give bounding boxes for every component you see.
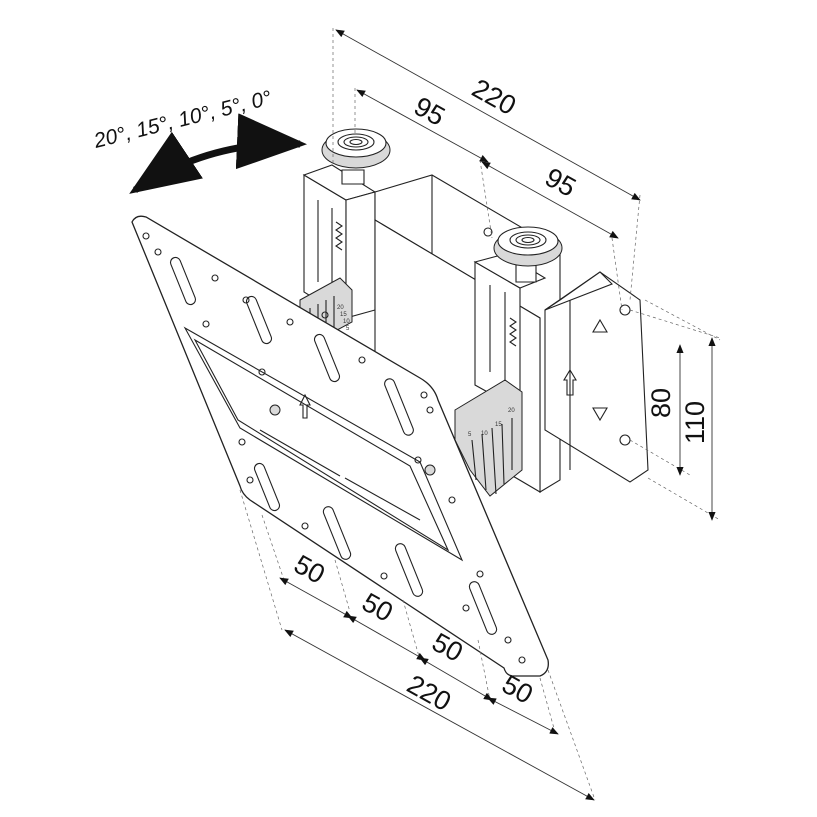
plate-slots [169, 256, 498, 635]
dim-side-110: 110 [680, 401, 710, 444]
dim-side-80: 80 [646, 388, 676, 418]
upper-scale-10: 10 [343, 319, 350, 325]
lower-scale-10: 10 [481, 431, 488, 437]
tilt-arrow [129, 113, 307, 194]
dim-bottom-220: 220 [402, 669, 456, 717]
lower-scale-15: 15 [495, 422, 502, 428]
side-dimensions: 80 110 [629, 299, 721, 521]
dim-top-95-right: 95 [540, 162, 581, 203]
dim-top-95-left: 95 [409, 91, 450, 132]
lower-scale-20: 20 [508, 408, 515, 414]
upper-scale-5: 5 [346, 326, 350, 332]
upper-scale-20: 20 [337, 305, 344, 311]
tilt-indicator: 20°, 15°, 10°, 5°, 0° [91, 86, 307, 194]
lower-scale-5: 5 [468, 432, 472, 438]
dim-bottom-50-1: 50 [289, 549, 330, 590]
dim-top-220: 220 [467, 73, 521, 121]
plate-holes [142, 232, 526, 664]
upper-scale-15: 15 [340, 312, 347, 318]
